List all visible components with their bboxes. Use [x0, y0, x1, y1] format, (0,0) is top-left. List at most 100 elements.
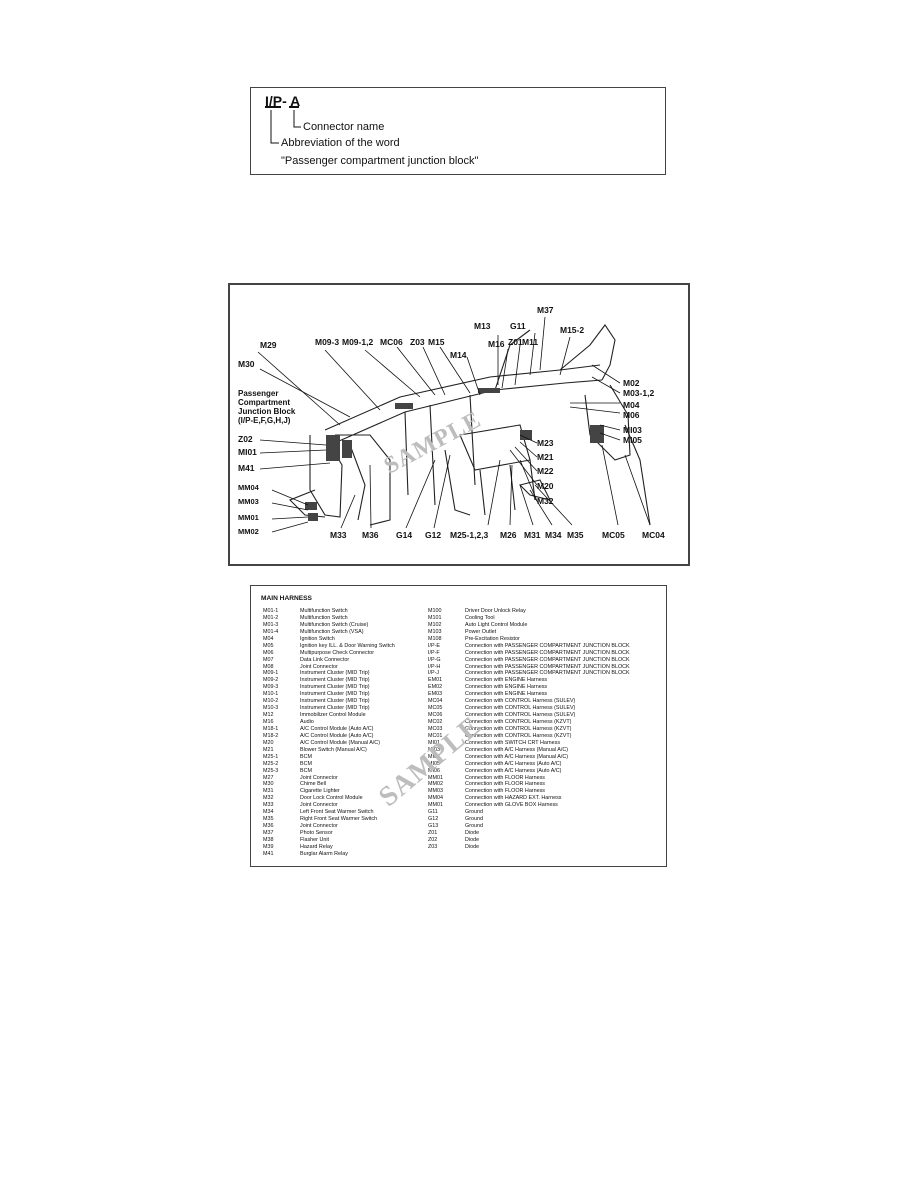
harness-diagram: SAMPLE M29 M09-3 M09-1,2 MC06 Z03 M15 M1… [228, 283, 690, 566]
label-m31: M31 [524, 530, 541, 540]
connector-description: Flasher Unit [300, 836, 330, 843]
connector-description: Instrument Cluster (MID Trip) [300, 677, 370, 684]
leader-lines [257, 316, 651, 533]
connector-code: M10-1 [263, 691, 279, 698]
connector-description: Joint Connector [300, 663, 338, 670]
connector-description: Multifunction Switch (Cruise) [300, 621, 369, 628]
label-m30: M30 [238, 359, 255, 369]
connector-code: M101 [428, 614, 442, 621]
connector-description: Connection with CONTROL Harness (SULEV) [465, 698, 576, 705]
label-mc06: MC06 [380, 337, 403, 347]
label-mm03: MM03 [238, 497, 259, 506]
connector-code: EM01 [428, 677, 443, 684]
connector-description: Instrument Cluster (MID Trip) [300, 684, 370, 691]
pcjb-line4: (I/P-E,F,G,H,J) [238, 416, 291, 425]
connector-code: M108 [428, 635, 442, 642]
connector-code: M10-2 [263, 698, 279, 705]
connector-description: Instrument Cluster (MID Trip) [300, 691, 370, 698]
connector-code: M32 [263, 795, 274, 802]
connector-description: Connection with ENGINE Harness [465, 677, 548, 684]
connector-description: Multifunction Switch (VSA) [300, 628, 364, 635]
table-row: MM03 Connection with FLOOR Harness [428, 788, 630, 795]
connector-code: M16 [263, 719, 274, 725]
connector-code: M01-1 [263, 608, 279, 614]
connector-description: Cooling Tool [465, 614, 495, 621]
connector-description: Connection with FLOOR Harness [465, 788, 545, 795]
table-row: EM01 Connection with ENGINE Harness [428, 677, 630, 684]
label-m09-12: M09-1,2 [342, 337, 374, 347]
pcjb-line3: Junction Block [238, 407, 296, 416]
connector-code: I/P-G [428, 656, 441, 663]
table-row: M16 Audio [263, 719, 395, 726]
label-m29: M29 [260, 340, 277, 350]
legend-connector-name: Connector name [303, 121, 385, 133]
pcjb-line2: Compartment [238, 398, 291, 407]
connector-description: Ignition Switch [300, 635, 335, 642]
label-m21: M21 [537, 452, 554, 462]
connector-description: Burglar Alarm Relay [300, 850, 348, 857]
connector-code: I/P-F [428, 649, 440, 656]
connector-description: Connection with PASSENGER COMPARTMENT JU… [465, 649, 630, 656]
connector-code: M18-2 [263, 732, 279, 739]
label-m11: M11 [522, 337, 539, 347]
connector-description: Connection with CONTROL Harness (SULEV) [465, 712, 576, 719]
connector-code: M21 [263, 746, 274, 753]
connector-code: MM01 [428, 802, 443, 809]
connector-blocks [305, 388, 604, 521]
connector-code: Z01 [428, 830, 438, 836]
connector-code: MC06 [428, 712, 443, 719]
label-m02: M02 [623, 378, 640, 388]
connector-description: Ground [465, 823, 483, 830]
connector-description: Multipurpose Check Connector [300, 649, 375, 656]
connector-code: MI06 [428, 767, 440, 774]
connector-code: M37 [263, 830, 274, 836]
connector-code: M100 [428, 608, 442, 614]
legend-code: I/P- A [265, 93, 301, 109]
connector-description: Audio [300, 719, 314, 725]
connector-code: M07 [263, 656, 274, 663]
label-m37: M37 [537, 305, 554, 315]
connector-code: M34 [263, 809, 274, 816]
label-g11: G11 [510, 321, 526, 331]
connector-legend-box: I/P- A Connector name Abbreviation of th… [250, 87, 666, 175]
connector-code: M01-4 [263, 628, 279, 635]
label-m41: M41 [238, 463, 255, 473]
connector-code: MC03 [428, 725, 443, 732]
label-m22: M22 [537, 466, 554, 476]
connector-description: Connection with CONTROL Harness (KZVT) [465, 719, 572, 725]
table-title: MAIN HARNESS [261, 595, 312, 602]
connector-code: M36 [263, 823, 274, 830]
connector-code: MM04 [428, 795, 443, 802]
connector-code: MM03 [428, 788, 443, 795]
table-row: M01-4 Multifunction Switch (VSA) [263, 629, 395, 636]
connector-code: MM02 [428, 781, 443, 788]
connector-code: M41 [263, 850, 274, 857]
connector-code: M10-3 [263, 705, 279, 712]
